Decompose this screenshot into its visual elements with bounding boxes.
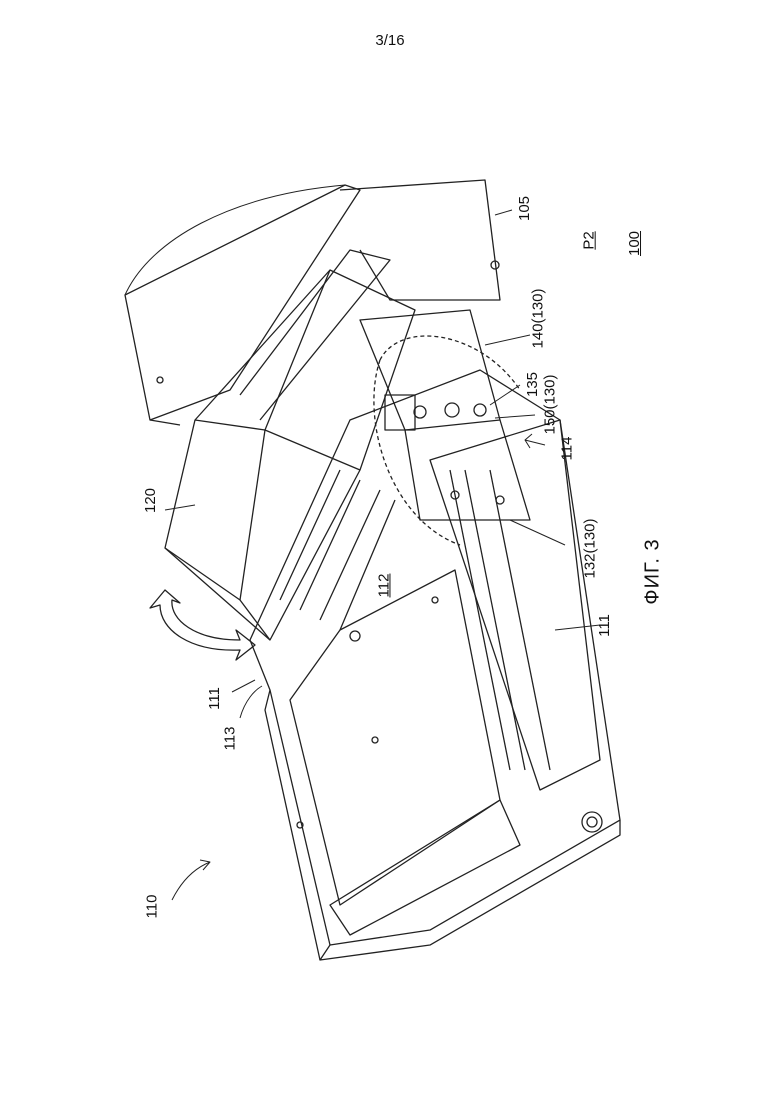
- detail-circle: [374, 360, 460, 545]
- label-113: 113: [221, 727, 238, 751]
- label-120: 120: [142, 488, 159, 513]
- label-112: 112: [375, 574, 392, 598]
- floor-panel: [290, 570, 500, 905]
- label-105: 105: [516, 196, 533, 221]
- label-111-left: 111: [206, 687, 223, 710]
- label-135: 135: [524, 372, 541, 397]
- label-150-130: 150(130): [542, 374, 559, 434]
- thumb-screw: [582, 812, 602, 832]
- label-p2: P2: [581, 231, 598, 249]
- chassis-side: [320, 820, 620, 960]
- label-132-130: 132(130): [582, 518, 599, 578]
- label-111-bottom: 111: [596, 614, 613, 637]
- label-100: 100: [626, 231, 643, 256]
- figure-caption: ФИГ. 3: [642, 538, 665, 604]
- label-140-130: 140(130): [530, 288, 547, 348]
- label-114: 114: [558, 437, 575, 461]
- label-110: 110: [143, 895, 160, 919]
- rotation-arrow: [150, 590, 255, 660]
